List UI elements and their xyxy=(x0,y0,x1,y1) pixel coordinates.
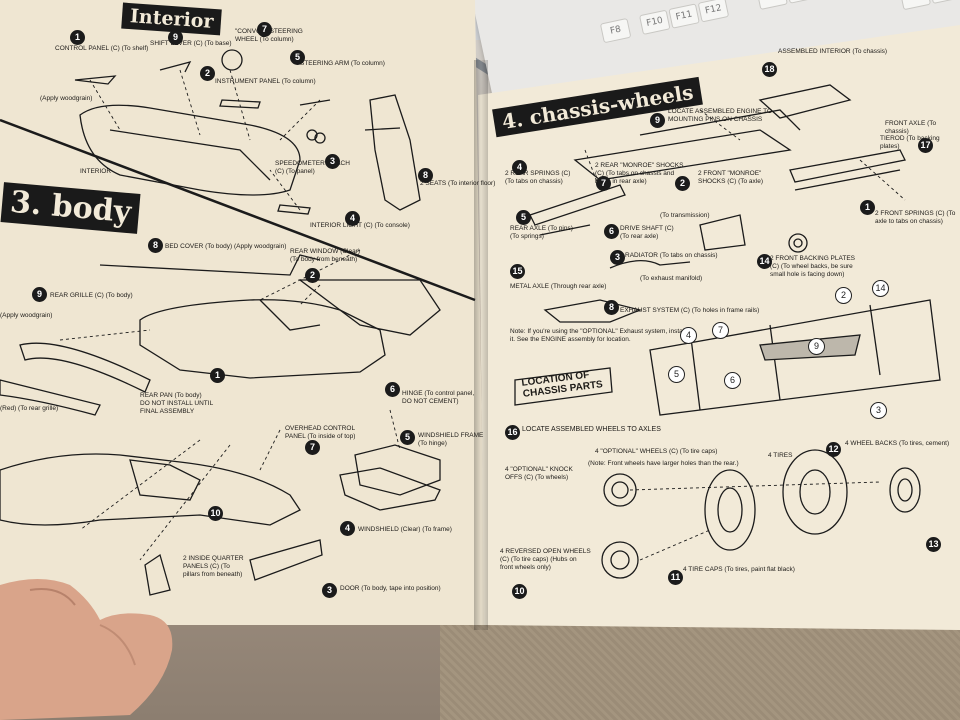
label-seats: 2 SEATS (To interior floor) xyxy=(420,180,496,187)
label-drive-shaft: DRIVE SHAFT (C) (To rear axle) xyxy=(620,225,674,240)
step-number: 15 xyxy=(510,264,525,279)
label-windshield: WINDSHIELD (Clear) (To frame) xyxy=(358,526,452,533)
label-steering-arm: STEERING ARM (To column) xyxy=(300,60,385,67)
label-reversed-wheels: 4 REVERSED OPEN WHEELS (C) (To tire caps… xyxy=(500,548,591,571)
label-red-to-grille: (Red) (To rear grille) xyxy=(0,405,59,412)
label-locate-wheels: LOCATE ASSEMBLED WHEELS TO AXLES xyxy=(522,426,661,433)
hand xyxy=(0,579,173,720)
step-number: 5 xyxy=(400,430,415,445)
label-control-panel: CONTROL PANEL (C) (To shelf) xyxy=(55,45,149,52)
step-number: 1 xyxy=(210,368,225,383)
location-marker: 3 xyxy=(870,402,887,419)
label-bed-cover: BED COVER (To body) (Apply woodgrain) xyxy=(165,243,287,250)
location-marker: 9 xyxy=(808,338,825,355)
location-marker: 14 xyxy=(872,280,889,297)
tablecloth xyxy=(440,615,960,720)
label-apply-woodgrain-2: (Apply woodgrain) xyxy=(0,312,53,319)
step-number: 5 xyxy=(290,50,305,65)
step-number: 7 xyxy=(305,440,320,455)
step-number: 12 xyxy=(826,442,841,457)
label-optional-wheels: 4 "OPTIONAL" WHEELS (C) (To tire caps) xyxy=(595,448,718,455)
label-door: DOOR (To body, tape into position) xyxy=(340,585,441,592)
step-number: 1 xyxy=(860,200,875,215)
step-number: 18 xyxy=(762,62,777,77)
location-marker: 5 xyxy=(668,366,685,383)
step-number: 2 xyxy=(675,176,690,191)
label-shift-lever: SHIFT LEVER (C) (To base) xyxy=(150,40,232,47)
label-instrument-panel: INSTRUMENT PANEL (To column) xyxy=(215,78,316,85)
label-front-springs: 2 FRONT SPRINGS (C) (To axle to tabs on … xyxy=(875,210,956,225)
step-number: 3 xyxy=(322,583,337,598)
location-marker: 4 xyxy=(680,327,697,344)
step-number: 2 xyxy=(305,268,320,283)
step-number: 10 xyxy=(208,506,223,521)
step-number: 9 xyxy=(650,113,665,128)
step-number: 1 xyxy=(70,30,85,45)
step-number: 7 xyxy=(257,22,272,37)
step-number: 9 xyxy=(168,30,183,45)
label-rear-pan: REAR PAN (To body) DO NOT INSTALL UNTIL … xyxy=(140,392,214,415)
label-assembled-interior: ASSEMBLED INTERIOR (To chassis) xyxy=(778,48,888,55)
label-exhaust-manifold: (To exhaust manifold) xyxy=(640,275,703,282)
step-number: 10 xyxy=(512,584,527,599)
label-front-wheel-note: (Note: Front wheels have larger holes th… xyxy=(588,460,739,467)
step-number: 6 xyxy=(604,224,619,239)
step-number: 8 xyxy=(604,300,619,315)
step-number: 16 xyxy=(505,425,520,440)
label-front-axle: FRONT AXLE (To chassis) xyxy=(885,120,937,135)
label-rear-window: REAR WINDOW (Clear) (To body from beneat… xyxy=(290,248,361,263)
step-number: 4 xyxy=(512,160,527,175)
step-number: 3 xyxy=(610,250,625,265)
label-interior: INTERIOR xyxy=(80,168,112,175)
label-metal-axle: METAL AXLE (Through rear axle) xyxy=(510,283,607,290)
label-interior-light: INTERIOR LIGHT (C) (To console) xyxy=(310,222,410,229)
step-number: 6 xyxy=(385,382,400,397)
step-number: 4 xyxy=(340,521,355,536)
step-number: 17 xyxy=(918,138,933,153)
location-marker: 7 xyxy=(712,322,729,339)
label-knock-offs: 4 "OPTIONAL" KNOCK OFFS (C) (To wheels) xyxy=(505,466,573,481)
step-number: 3 xyxy=(325,154,340,169)
step-number: 2 xyxy=(200,66,215,81)
label-overhead-panel: OVERHEAD CONTROL PANEL (To inside of top… xyxy=(285,425,356,440)
step-number: 4 xyxy=(345,211,360,226)
label-exhaust-system: EXHAUST SYSTEM (C) (To holes in frame ra… xyxy=(620,307,760,314)
label-transmission: (To transmission) xyxy=(660,212,710,219)
step-number: 8 xyxy=(418,168,433,183)
label-tires: 4 TIRES xyxy=(768,452,793,459)
label-optional-note: Note: If you're using the "OPTIONAL" Exh… xyxy=(510,328,686,343)
location-marker: 2 xyxy=(835,287,852,304)
label-rear-axle: REAR AXLE (To pins) (To springs) xyxy=(510,225,573,240)
label-convoy-wheel: "CONVOY" STEERING WHEEL (To column) xyxy=(235,28,303,43)
label-backing-plates: 2 FRONT BACKING PLATES (C) (To wheel bac… xyxy=(770,255,856,278)
label-apply-woodgrain: (Apply woodgrain) xyxy=(40,95,93,102)
label-hinge: HINGE (To control panel, DO NOT CEMENT) xyxy=(402,390,475,405)
step-number: 9 xyxy=(32,287,47,302)
label-radiator: RADIATOR (To tabs on chassis) xyxy=(625,252,718,259)
step-number: 5 xyxy=(516,210,531,225)
step-number: 14 xyxy=(757,254,772,269)
step-number: 8 xyxy=(148,238,163,253)
step-number: 7 xyxy=(596,176,611,191)
booklet-spine xyxy=(474,60,488,630)
label-rear-grille: REAR GRILLE (C) (To body) xyxy=(50,292,133,299)
step-number: 13 xyxy=(926,537,941,552)
location-marker: 6 xyxy=(724,372,741,389)
label-wheel-backs: 4 WHEEL BACKS (To tires, cement) xyxy=(845,440,950,447)
label-tire-caps: 4 TIRE CAPS (To tires, paint flat black) xyxy=(683,566,795,573)
label-locate-engine: LOCATE ASSEMBLED ENGINE TO MOUNTING PINS… xyxy=(668,108,773,123)
label-quarter-panels: 2 INSIDE QUARTER PANELS (C) (To pillars … xyxy=(183,555,244,578)
label-windshield-frame: WINDSHIELD FRAME (To hinge) xyxy=(418,432,484,447)
label-front-monroe: 2 FRONT "MONROE" SHOCKS (C) (To axle) xyxy=(698,170,764,185)
step-number: 11 xyxy=(668,570,683,585)
